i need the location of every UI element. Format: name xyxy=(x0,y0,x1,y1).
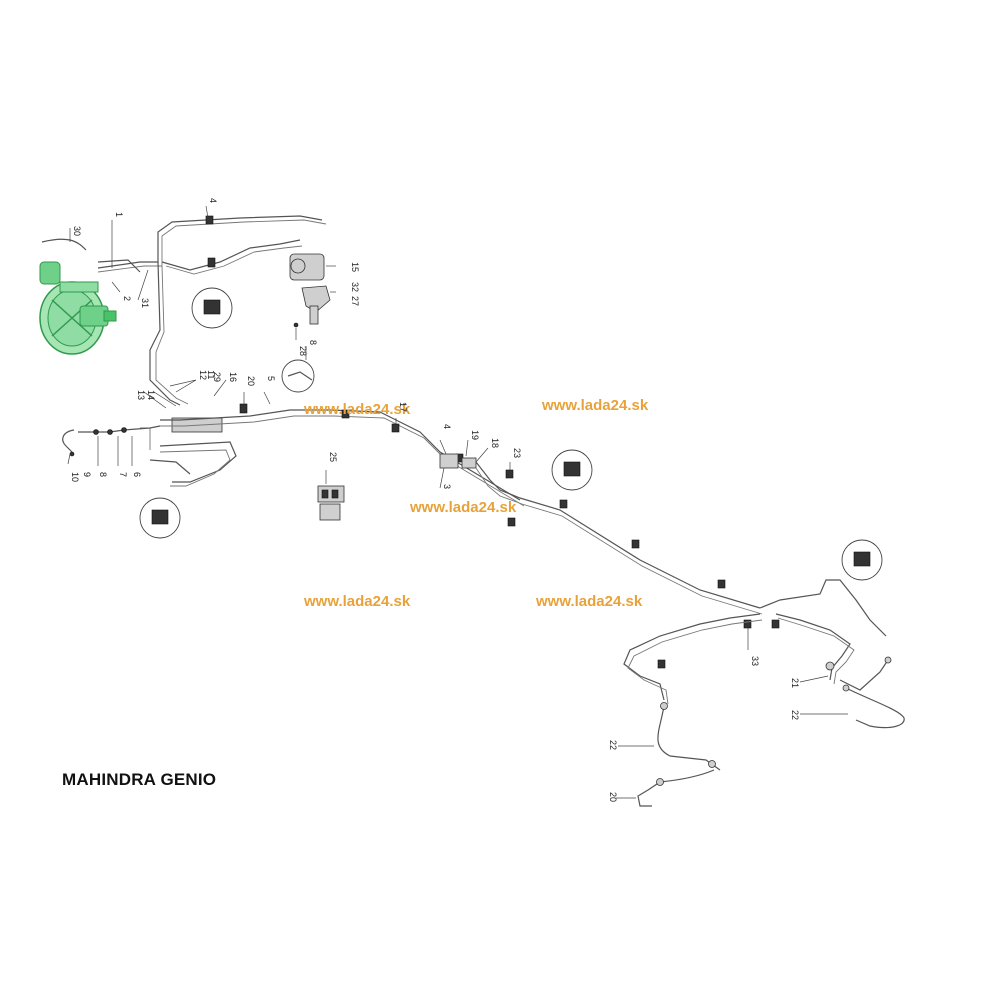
callout-label: 13 xyxy=(136,390,146,400)
callout-label: 21 xyxy=(790,678,800,688)
watermark-text: www.lada24.sk xyxy=(303,593,411,610)
front-pipe-harness xyxy=(97,215,327,406)
callout-numbers: 30 1 2 31 4 15 32 27 28 8 12 11 16 29 13… xyxy=(70,198,800,802)
watermark-text: www.lada24.sk xyxy=(541,397,649,414)
callout-label: 9 xyxy=(82,472,92,477)
callout-label: 22 xyxy=(790,710,800,720)
tee-fitting xyxy=(439,453,763,615)
callout-label: 15 xyxy=(350,262,360,272)
callout-label: 17 xyxy=(398,402,408,412)
abs-unit xyxy=(289,253,331,328)
callout-label: 8 xyxy=(98,472,108,477)
callout-label: 20 xyxy=(246,376,256,386)
callout-label: 20 xyxy=(608,792,618,802)
distribution-block xyxy=(140,409,525,507)
diagram-title: MAHINDRA GENIO xyxy=(62,770,217,789)
watermark-text: www.lada24.sk xyxy=(535,593,643,610)
callout-label: 22 xyxy=(608,740,618,750)
callout-label: 27 xyxy=(350,296,360,306)
leader-lines xyxy=(67,205,848,799)
callout-label: 14 xyxy=(146,390,156,400)
clips xyxy=(205,215,780,669)
callout-label: 31 xyxy=(140,298,150,308)
hose-30 xyxy=(41,238,87,251)
callout-label: 28 xyxy=(298,346,308,356)
callout-label: 4 xyxy=(208,198,218,203)
watermark-text: www.lada24.sk xyxy=(303,401,411,418)
part-25-bracket xyxy=(317,485,345,521)
callout-label: 1 xyxy=(114,212,124,217)
callout-label: 6 xyxy=(132,472,142,477)
rear-right-hose xyxy=(825,656,905,729)
watermarks: www.lada24.sk www.lada24.sk www.lada24.s… xyxy=(303,397,649,610)
callout-label: 3 xyxy=(442,484,452,489)
callout-label: 8 xyxy=(308,340,318,345)
brake-booster xyxy=(39,261,117,355)
rear-left-hose xyxy=(637,702,721,807)
callout-label: 12 xyxy=(198,370,208,380)
callout-label: 2 xyxy=(122,296,132,301)
watermark-text: www.lada24.sk xyxy=(409,499,517,516)
detail-circles xyxy=(139,287,883,581)
callout-label: 16 xyxy=(228,372,238,382)
callout-label: 25 xyxy=(328,452,338,462)
callout-label: 7 xyxy=(118,472,128,477)
callout-label: 4 xyxy=(442,424,452,429)
callout-label: 18 xyxy=(490,438,500,448)
callout-label: 23 xyxy=(512,448,522,458)
callout-label: 30 xyxy=(72,226,82,236)
callout-label: 5 xyxy=(266,376,276,381)
callout-label: 19 xyxy=(470,430,480,440)
callout-label: 11 xyxy=(206,370,216,379)
callout-label: 32 xyxy=(350,282,360,292)
callout-label: 29 xyxy=(212,372,222,382)
callout-label: 33 xyxy=(750,656,760,666)
callout-label: 10 xyxy=(70,472,80,482)
front-left-hose xyxy=(62,425,161,457)
rear-pipe xyxy=(623,579,889,705)
